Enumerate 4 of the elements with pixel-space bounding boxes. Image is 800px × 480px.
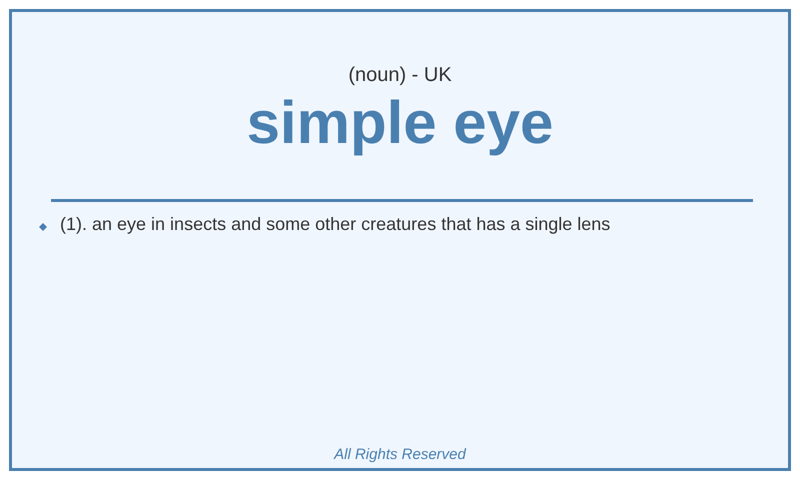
definition-text: (1). an eye in insects and some other creatures that has a single lens — [60, 214, 610, 235]
headword: simple eye — [246, 88, 554, 158]
part-of-speech: (noun) - UK — [347, 64, 453, 87]
footer-text: All Rights Reserved — [332, 446, 468, 463]
